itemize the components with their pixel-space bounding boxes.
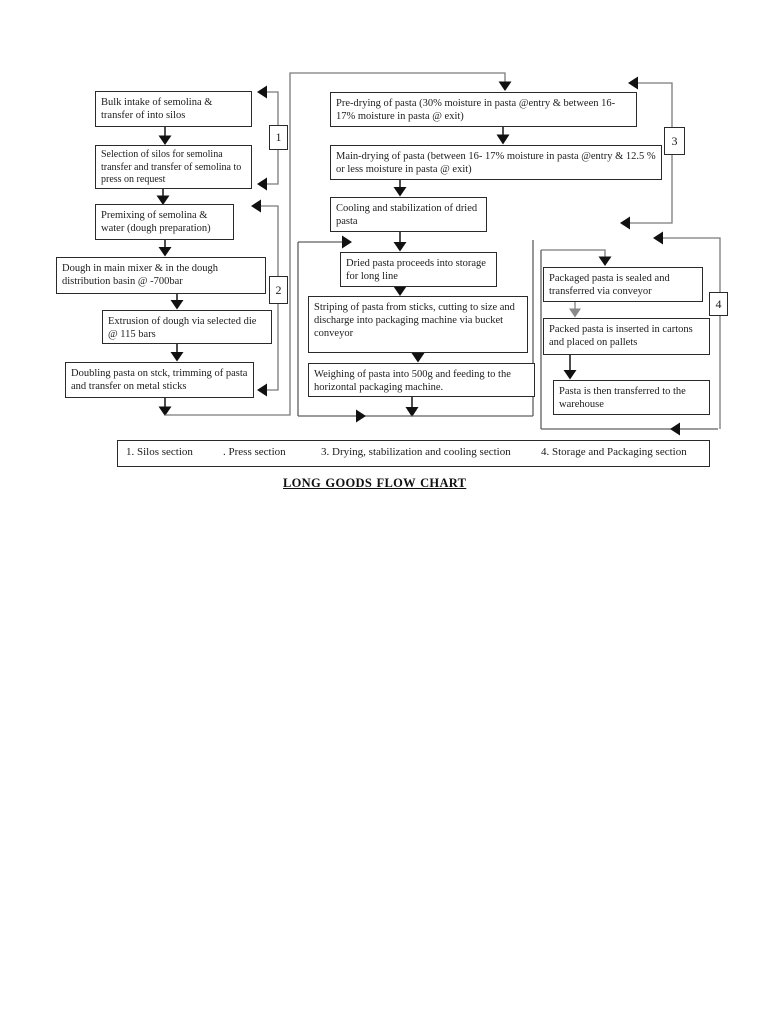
step-bulk-intake: Bulk intake of semolina & transfer of in… xyxy=(95,91,252,127)
step-weighing: Weighing of pasta into 500g and feeding … xyxy=(308,363,535,397)
step-sealed-conveyor: Packaged pasta is sealed and transferred… xyxy=(543,267,703,302)
flow-arrows-packaging-column xyxy=(541,249,612,380)
loop-packaging-section xyxy=(653,231,721,429)
step-doubling: Doubling pasta on stck, trimming of past… xyxy=(65,362,254,398)
step-main-drying: Main-drying of pasta (between 16- 17% mo… xyxy=(330,145,662,180)
step-premixing: Premixing of semolina & water (dough pre… xyxy=(95,204,234,240)
legend-item-drying: 3. Drying, stabilization and cooling sec… xyxy=(321,446,511,458)
legend-item-press: . Press section xyxy=(223,446,286,458)
step-main-mixer: Dough in main mixer & in the dough distr… xyxy=(56,257,266,294)
enclosure-storage-area xyxy=(297,235,534,423)
step-striping-cutting: Striping of pasta from sticks, cutting t… xyxy=(308,296,528,353)
flow-arrows-drying-column xyxy=(393,127,510,417)
step-storage-long-line: Dried pasta proceeds into storage for lo… xyxy=(340,252,497,287)
section-label-2: 2 xyxy=(269,276,288,304)
section-label-3: 3 xyxy=(664,127,685,155)
flow-arrows-silos-column xyxy=(156,127,184,416)
legend-box: 1. Silos section . Press section 3. Dryi… xyxy=(117,440,710,467)
section-label-4: 4 xyxy=(709,292,728,316)
step-pre-drying: Pre-drying of pasta (30% moisture in pas… xyxy=(330,92,637,127)
section-label-1: 1 xyxy=(269,125,288,150)
step-cooling-stabilization: Cooling and stabilization of dried pasta xyxy=(330,197,487,232)
step-silo-selection: Selection of silos for semolina transfer… xyxy=(95,145,252,189)
step-cartons-pallets: Packed pasta is inserted in cartons and … xyxy=(543,318,710,355)
step-warehouse: Pasta is then transferred to the warehou… xyxy=(553,380,710,415)
legend-item-packaging: 4. Storage and Packaging section xyxy=(541,446,687,458)
step-extrusion: Extrusion of dough via selected die @ 11… xyxy=(102,310,272,344)
legend-item-silos: 1. Silos section xyxy=(126,446,193,458)
enclosure-packaging-area xyxy=(540,250,718,436)
page-title: LONG GOODS FLOW CHART xyxy=(283,476,467,490)
main-flow-line xyxy=(165,72,512,416)
